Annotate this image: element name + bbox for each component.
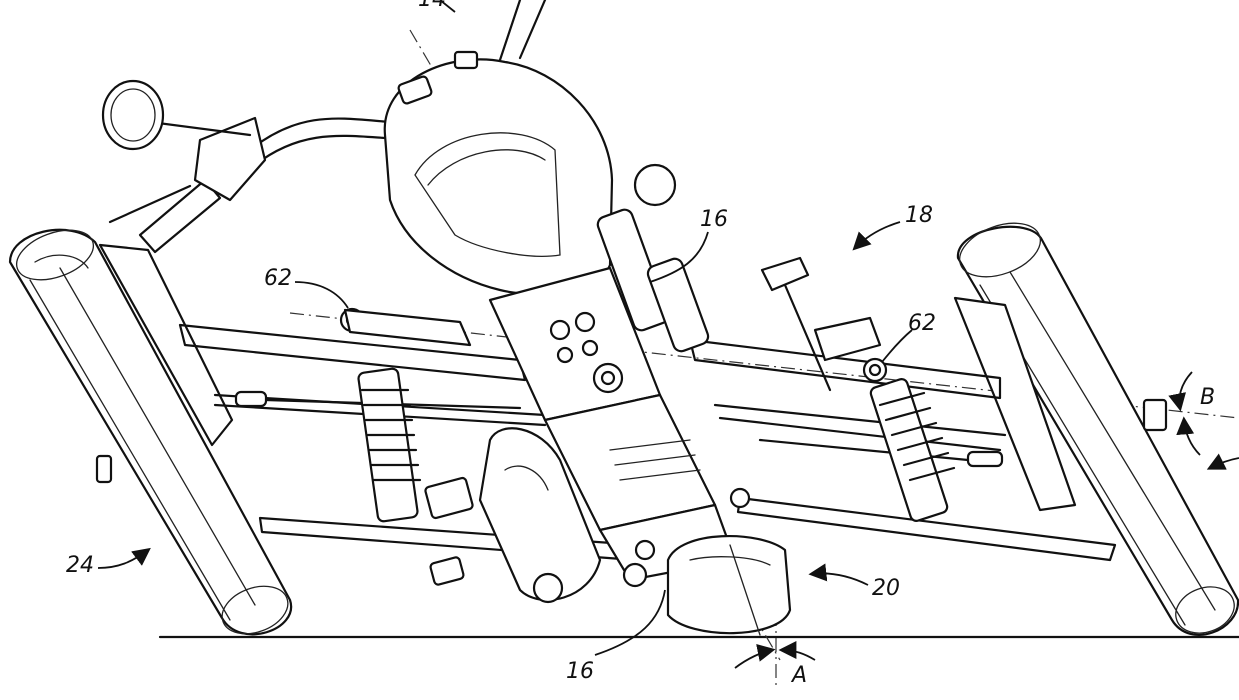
left-link-arm xyxy=(343,308,472,347)
ref-14: 14 xyxy=(418,0,446,12)
angle-b-arc xyxy=(1168,371,1193,412)
angle-a-arc xyxy=(734,644,776,669)
angle-a-arc-right xyxy=(778,641,816,661)
ref-24: 24 xyxy=(66,553,94,578)
side-mirror xyxy=(101,79,165,151)
leader-14 xyxy=(439,0,456,13)
headlight-fairing xyxy=(383,50,614,295)
ref-20: 20 xyxy=(872,576,900,601)
ref-16-upper: 16 xyxy=(700,207,728,232)
leader-18 xyxy=(852,221,901,251)
leader-16-upper xyxy=(649,231,709,283)
engine-assembly xyxy=(424,427,648,604)
leader-24 xyxy=(97,547,151,569)
ref-62-left: 62 xyxy=(264,266,292,291)
leader-right-edge xyxy=(1206,453,1239,470)
leader-62-right xyxy=(881,329,913,363)
rear-wheel xyxy=(666,534,792,636)
right-mirror-stub xyxy=(633,163,677,207)
right-footrest xyxy=(760,256,882,392)
right-handlebar-riser xyxy=(498,0,547,62)
ref-angle-b: B xyxy=(1200,385,1215,410)
ref-angle-a: A xyxy=(790,663,807,688)
leader-62-left xyxy=(294,281,349,309)
ref-18: 18 xyxy=(905,203,933,228)
center-frame xyxy=(488,266,751,582)
front-fork xyxy=(596,208,710,353)
left-shock-absorber xyxy=(357,367,422,523)
right-wheel-hub xyxy=(953,296,1168,512)
angle-b-arc-lower xyxy=(1176,416,1201,456)
ref-16-lower: 16 xyxy=(566,659,594,684)
left-wheel-hub xyxy=(95,243,234,484)
leader-20 xyxy=(808,563,869,586)
right-shock-absorber xyxy=(869,378,956,522)
right-front-wheel xyxy=(956,222,1239,636)
left-front-wheel xyxy=(8,228,293,636)
ref-62-right: 62 xyxy=(908,311,936,336)
leader-16-lower xyxy=(594,589,666,656)
right-tie-rod xyxy=(758,438,1004,468)
